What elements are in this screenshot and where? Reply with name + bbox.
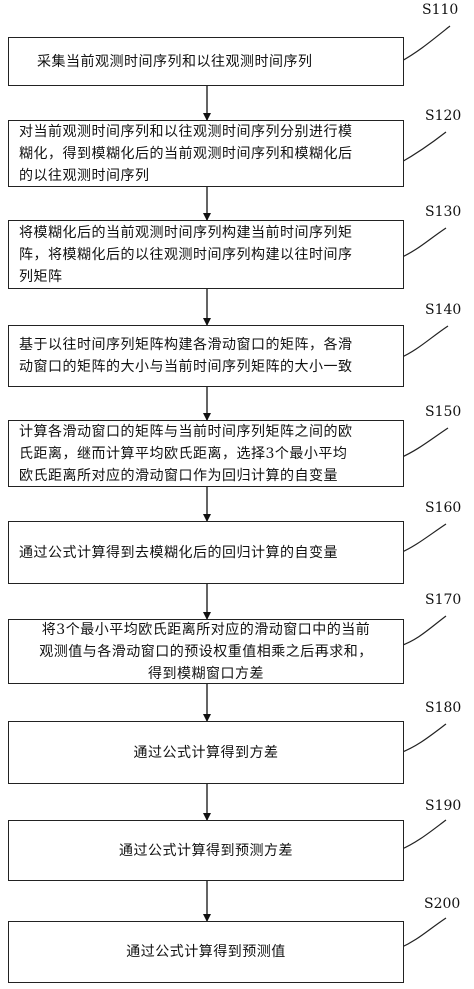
- step-box-s160: 通过公式计算得到去模糊化后的回归计算的自变量: [8, 521, 404, 584]
- leader-s200: [399, 917, 447, 949]
- step-text-s110: 采集当前观测时间序列和以往观测时间序列: [37, 53, 313, 70]
- step-text-s180: 通过公式计算得到方差: [133, 744, 279, 761]
- leader-s180: [399, 723, 447, 754]
- step-box-s110: 采集当前观测时间序列和以往观测时间序列: [8, 37, 404, 86]
- step-box-s140: 基于以往时间序列矩阵构建各滑动窗口的矩阵，各滑 动窗口的矩阵的大小与当前时间序列…: [8, 325, 404, 387]
- step-text-s200: 通过公式计算得到预测值: [126, 944, 286, 960]
- step-label-s150: S150: [425, 404, 462, 420]
- leader-s130: [399, 227, 447, 259]
- step-label-s140: S140: [425, 302, 462, 318]
- leader-s190: [399, 819, 447, 851]
- step-box-s130: 将模糊化后的当前观测时间序列构建当前时间序列矩 阵，将模糊化后的以往观测时间序列…: [8, 220, 404, 289]
- leader-s170: [399, 615, 447, 647]
- leader-s110: [399, 25, 451, 63]
- step-text-s160: 通过公式计算得到去模糊化后的回归计算的自变量: [19, 544, 338, 561]
- step-label-s200: S200: [424, 896, 461, 912]
- step-text-s150: 计算各滑动窗口的矩阵与当前时间序列矩阵之间的欧 氏距离，继而计算平均欧氏距离，选…: [19, 423, 353, 484]
- step-text-s130: 将模糊化后的当前观测时间序列构建当前时间序列矩 阵，将模糊化后的以往观测时间序列…: [19, 224, 353, 285]
- step-label-s120: S120: [425, 108, 462, 124]
- step-label-s190: S190: [425, 798, 462, 814]
- step-text-s120: 对当前观测时间序列和以往观测时间序列分别进行模 糊化，得到模糊化后的当前观测时间…: [19, 123, 353, 184]
- step-text-s170: 将3个最小平均欧氏距离所对应的滑动窗口中的当前 观测值与各滑动窗口的预设权重值相…: [39, 621, 373, 682]
- leader-s150: [399, 427, 449, 459]
- step-label-s180: S180: [425, 700, 462, 716]
- step-label-s160: S160: [425, 500, 462, 516]
- step-label-s170: S170: [425, 592, 462, 608]
- step-text-s140: 基于以往时间序列矩阵构建各滑动窗口的矩阵，各滑 动窗口的矩阵的大小与当前时间序列…: [19, 337, 353, 375]
- step-box-s120: 对当前观测时间序列和以往观测时间序列分别进行模 糊化，得到模糊化后的当前观测时间…: [8, 120, 404, 187]
- step-label-s110: S110: [422, 2, 459, 18]
- step-box-s190: 通过公式计算得到预测方差: [8, 820, 404, 881]
- step-box-s150: 计算各滑动窗口的矩阵与当前时间序列矩阵之间的欧 氏距离，继而计算平均欧氏距离，选…: [8, 420, 404, 487]
- step-box-s200: 通过公式计算得到预测值: [8, 921, 404, 983]
- leader-s160: [399, 523, 447, 554]
- step-box-s170: 将3个最小平均欧氏距离所对应的滑动窗口中的当前 观测值与各滑动窗口的预设权重值相…: [8, 619, 404, 684]
- step-label-s130: S130: [425, 204, 462, 220]
- leader-s140: [399, 325, 449, 359]
- leader-s120: [399, 131, 447, 164]
- step-box-s180: 通过公式计算得到方差: [8, 721, 404, 784]
- step-text-s190: 通过公式计算得到预测方差: [119, 842, 293, 859]
